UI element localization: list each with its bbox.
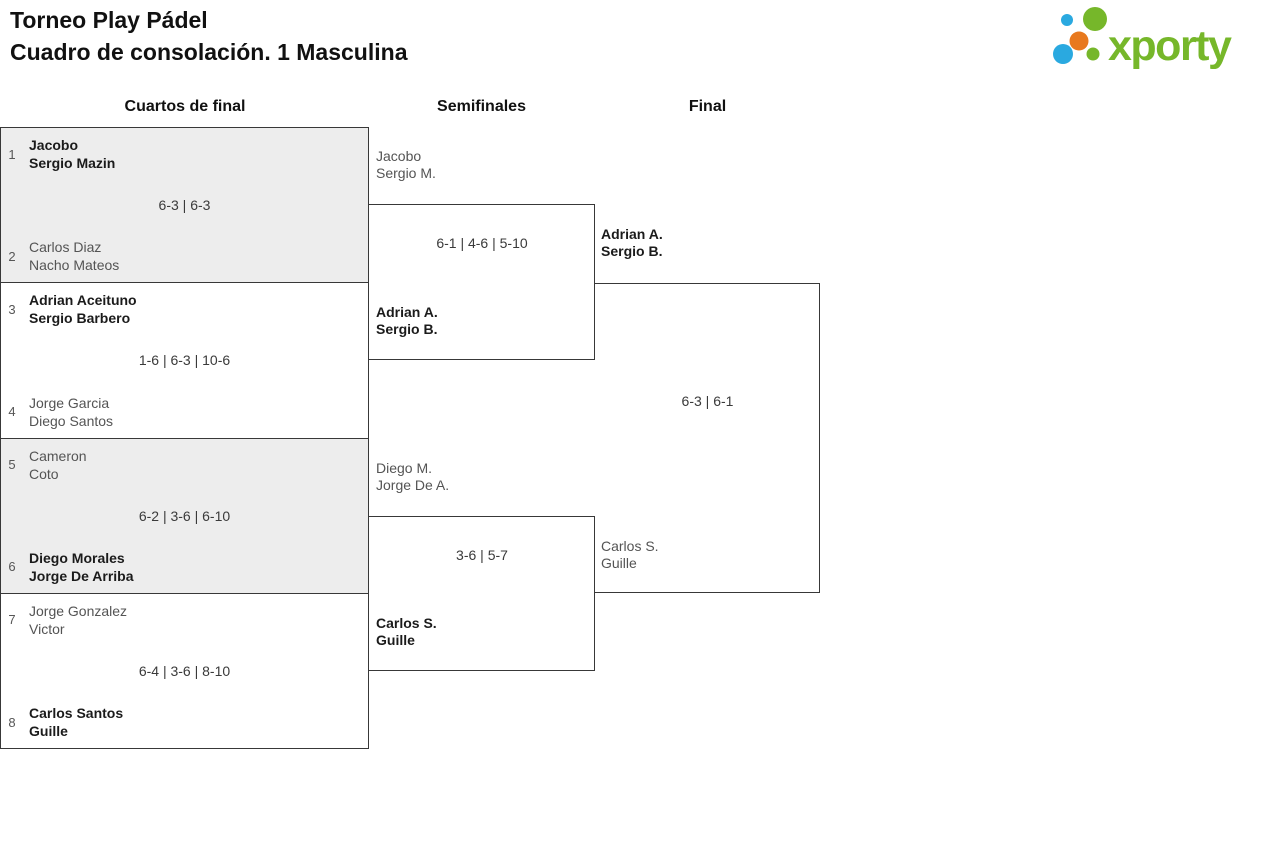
- final-score: 6-3 | 6-1: [681, 393, 734, 409]
- match-score: 1-6 | 6-3 | 10-6: [138, 352, 231, 369]
- final-bottom-team: Carlos S. Guille: [601, 538, 659, 571]
- page-title: Torneo Play Pádel Cuadro de consolación.…: [10, 4, 407, 68]
- team-names: Carlos Diaz Nacho Mateos: [29, 239, 120, 274]
- team-names: Cameron Coto: [29, 447, 87, 482]
- final-top-team: Adrian A. Sergio B.: [601, 226, 663, 259]
- quarterfinal-match-2: 3 Adrian Aceituno Sergio Barbero 1-6 | 6…: [1, 282, 368, 437]
- quarterfinal-match-3: 5 Cameron Coto 6-2 | 3-6 | 6-10 6 Diego …: [1, 437, 368, 593]
- logo-wordmark: xporty: [1108, 22, 1232, 70]
- team-names: Jorge Gonzalez Victor: [29, 602, 128, 637]
- team-slot: 8 Carlos Santos Guille: [1, 704, 368, 740]
- round-header-final: Final: [688, 98, 727, 115]
- semifinal-1-top-team: Jacobo Sergio M.: [376, 148, 436, 181]
- match-score: 6-4 | 3-6 | 8-10: [138, 662, 231, 679]
- team-slot: 5 Cameron Coto: [1, 447, 368, 483]
- team-names: Diego Morales Jorge De Arriba: [29, 549, 134, 584]
- team-names: Carlos Santos Guille: [29, 705, 124, 739]
- team-slot: 1 Jacobo Sergio Mazin: [1, 136, 368, 172]
- team-slot: 4 Jorge Garcia Diego Santos: [1, 394, 368, 430]
- semifinal-2-bottom-team: Carlos S. Guille: [376, 615, 437, 648]
- seed-number: 4: [8, 404, 16, 419]
- seed-number: 1: [8, 146, 16, 162]
- semifinal-match-2-box: [368, 516, 595, 671]
- seed-number: 8: [8, 714, 16, 730]
- seed-number: 6: [8, 559, 16, 575]
- semifinal-1-bottom-team: Adrian A. Sergio B.: [376, 304, 438, 337]
- seed-number: 5: [8, 457, 16, 472]
- seed-number: 2: [8, 248, 16, 264]
- match-score: 6-2 | 3-6 | 6-10: [138, 507, 231, 524]
- quarterfinal-match-1: 1 Jacobo Sergio Mazin 6-3 | 6-3 2 Carlos…: [1, 128, 368, 283]
- team-slot: 6 Diego Morales Jorge De Arriba: [1, 549, 368, 585]
- bracket-subtitle: Cuadro de consolación. 1 Masculina: [10, 39, 408, 65]
- quarterfinal-match-4: 7 Jorge Gonzalez Victor 6-4 | 3-6 | 8-10…: [1, 592, 368, 748]
- semifinal-2-score: 3-6 | 5-7: [456, 547, 508, 563]
- team-slot: 3 Adrian Aceituno Sergio Barbero: [1, 291, 368, 327]
- semifinal-match-1-box: [368, 204, 595, 360]
- semifinal-1-score: 6-1 | 4-6 | 5-10: [436, 235, 528, 251]
- seed-number: 3: [8, 301, 16, 317]
- final-match-box: [595, 283, 820, 593]
- team-names: Jorge Garcia Diego Santos: [29, 394, 114, 429]
- team-slot: 7 Jorge Gonzalez Victor: [1, 602, 368, 638]
- round-header-quarterfinals: Cuartos de final: [124, 98, 246, 115]
- match-score: 6-3 | 6-3: [158, 197, 211, 214]
- team-names: Adrian Aceituno Sergio Barbero: [29, 292, 137, 327]
- semifinal-2-top-team: Diego M. Jorge De A.: [376, 460, 450, 493]
- dots-cluster-icon: [1053, 7, 1107, 64]
- quarterfinals-column: 1 Jacobo Sergio Mazin 6-3 | 6-3 2 Carlos…: [0, 127, 369, 749]
- team-slot: 2 Carlos Diaz Nacho Mateos: [1, 238, 368, 274]
- round-header-semifinals: Semifinales: [437, 98, 526, 115]
- tournament-name: Torneo Play Pádel: [10, 7, 208, 33]
- xporty-logo[interactable]: xporty: [1046, 2, 1280, 74]
- seed-number: 7: [8, 612, 16, 628]
- team-names: Jacobo Sergio Mazin: [29, 137, 116, 171]
